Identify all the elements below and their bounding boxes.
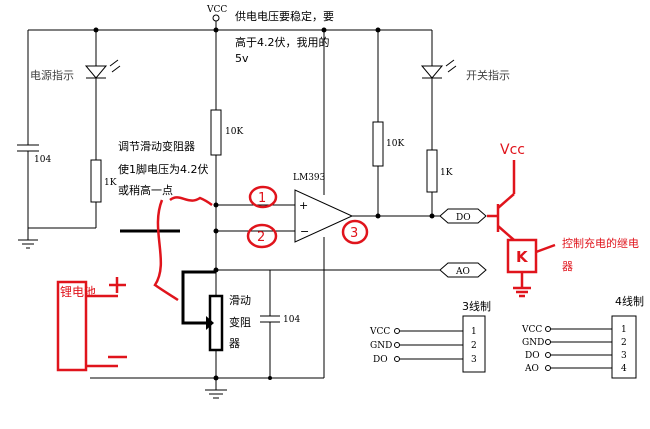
battery-label: 锂电池 — [60, 284, 96, 299]
cap-mid-label: 104 — [283, 315, 300, 325]
res-power-led-label: 1K — [104, 178, 117, 188]
vcc-terminal — [212, 14, 220, 22]
do-label: DO — [456, 213, 471, 223]
switch-led-icon — [420, 65, 444, 79]
vcc-label: VCC — [206, 5, 227, 15]
circle1-text: 1 — [258, 191, 266, 206]
power-led-label: 电源指示 — [30, 68, 74, 82]
comparator-label: LM393 — [293, 173, 326, 183]
circle2-text: 2 — [257, 230, 265, 245]
note-vcc-line2: 高于4.2伏，我用的 — [235, 35, 330, 49]
conn3-pin-gnd: GND — [370, 341, 392, 351]
circle3-text: 3 — [350, 226, 358, 241]
conn4-pin-do: DO — [525, 351, 540, 361]
conn4-num-1: 1 — [621, 325, 627, 335]
resistor-10k-right — [372, 121, 384, 167]
note-vcc-line3: 5v — [235, 52, 249, 65]
resistor-1k-power — [90, 159, 102, 203]
conn4-pin-gnd: GND — [522, 338, 544, 348]
slider-line1: 滑动 — [229, 294, 251, 307]
relay-note-line1: 控制充电的继电 — [562, 236, 639, 250]
conn4-num-2: 2 — [621, 338, 627, 348]
connector4-title: 4线制 — [615, 294, 644, 308]
note-adjust-line3: 或稍高一点 — [118, 183, 173, 197]
conn4-num-4: 4 — [621, 364, 627, 374]
conn3-pin-do: DO — [373, 355, 388, 365]
note-vcc-line1: 供电电压要稳定，要 — [235, 9, 334, 23]
slider-line2: 变阻 — [229, 315, 251, 329]
resistor-1k-switch — [426, 149, 438, 193]
res-right-1k-label: 1K — [440, 168, 453, 178]
vcc-handwritten: Vcc — [500, 142, 525, 158]
do-tag — [439, 208, 487, 224]
relay-k-text: K — [516, 248, 529, 266]
connector3-title: 3线制 — [462, 299, 491, 313]
ao-label: AO — [455, 267, 470, 277]
battery-box — [56, 280, 88, 372]
conn3-num-2: 2 — [471, 341, 477, 351]
circle-pin-2 — [246, 223, 278, 249]
conn4-pin-ao: AO — [524, 364, 539, 374]
connector-3wire — [462, 315, 486, 373]
relay-note-line2: 器 — [562, 260, 573, 273]
circle-pin-1 — [248, 185, 278, 209]
ao-tag — [439, 262, 487, 278]
power-led-icon — [84, 65, 108, 79]
connector-4wire — [611, 315, 637, 379]
note-adjust-line1: 调节滑动变阻器 — [118, 139, 195, 153]
circle-pin-3 — [341, 219, 369, 245]
plus-sign: + — [299, 199, 308, 212]
lm393-comparator — [294, 189, 354, 243]
cap-left-label: 104 — [34, 155, 51, 165]
res-right-10k-label: 10K — [386, 139, 404, 149]
res-top-mid-label: 10K — [225, 127, 243, 137]
conn3-num-1: 1 — [471, 327, 477, 337]
slider-line3: 器 — [229, 337, 240, 350]
conn3-pin-vcc: VCC — [369, 327, 390, 337]
note-adjust-line2: 使1脚电压为4.2伏 — [118, 162, 209, 176]
conn4-num-3: 3 — [621, 351, 627, 361]
conn3-num-3: 3 — [471, 355, 477, 365]
resistor-10k-top — [210, 109, 222, 156]
minus-sign: − — [300, 225, 309, 238]
conn4-pin-vcc: VCC — [521, 325, 542, 335]
switch-led-label: 开关指示 — [466, 68, 510, 82]
